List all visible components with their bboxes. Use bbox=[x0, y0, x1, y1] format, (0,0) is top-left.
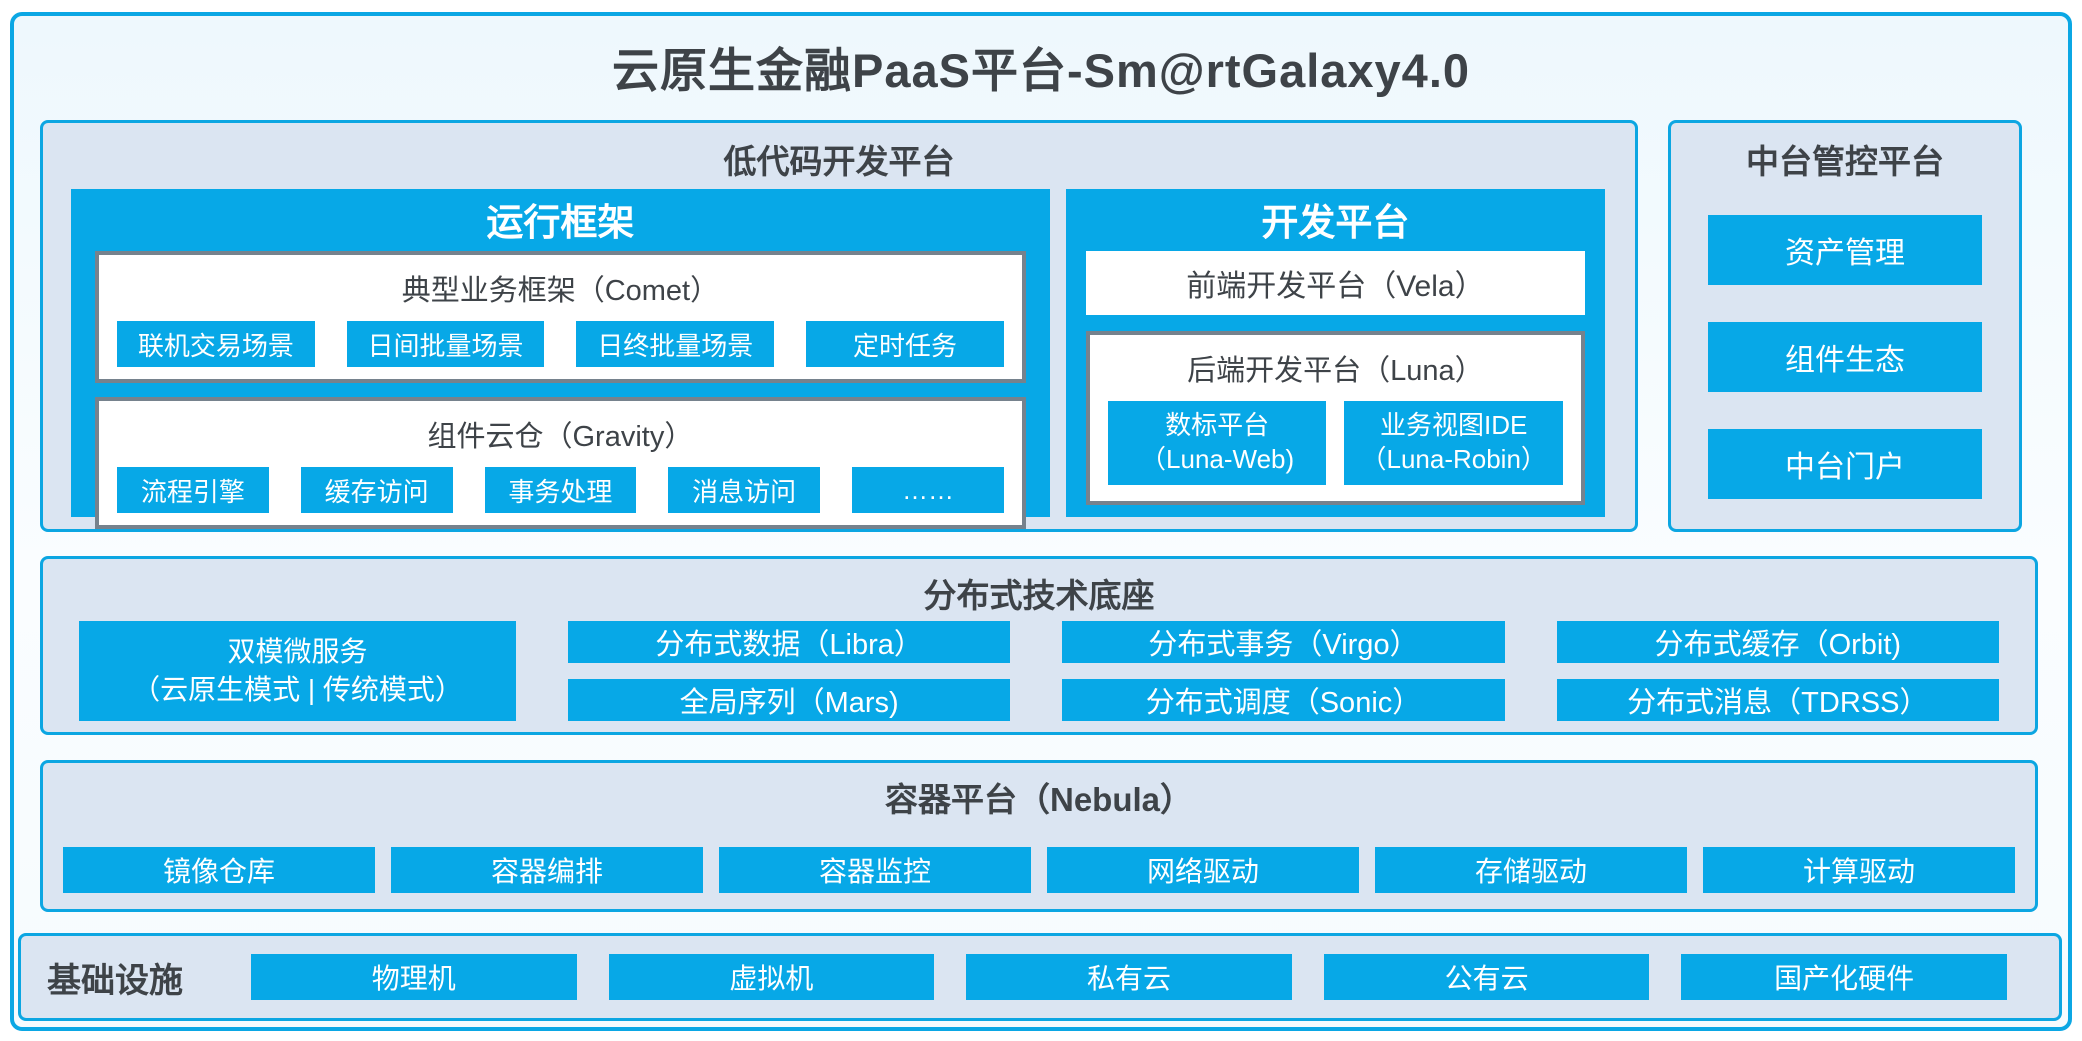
infrastructure-chip-row: 物理机 虚拟机 私有云 公有云 国产化硬件 bbox=[251, 954, 2007, 1000]
container-platform-header: 容器平台（Nebula） bbox=[884, 781, 1194, 818]
page-title: 云原生金融PaaS平台-Sm@rtGalaxy4.0 bbox=[611, 44, 1471, 97]
gravity-title: 组件云仓（Gravity） bbox=[427, 421, 694, 453]
chip-luna-web-sub: （Luna-Web) bbox=[1140, 444, 1295, 474]
container-platform-panel: 容器平台（Nebula） 镜像仓库 容器编排 容器监控 网络驱动 存储驱动 计算… bbox=[40, 760, 2038, 912]
chip-virtual-machine: 虚拟机 bbox=[608, 954, 935, 1000]
chip-transaction-processing: 事务处理 bbox=[484, 467, 637, 513]
box-distributed-message-tdrss: 分布式消息（TDRSS） bbox=[1556, 679, 1999, 721]
box-dual-mode-microservices: 双模微服务 （云原生模式 | 传统模式） bbox=[79, 621, 516, 721]
chip-network-driver: 网络驱动 bbox=[1047, 847, 1359, 893]
middle-office-header: 中台管控平台 bbox=[1746, 143, 1944, 180]
chip-luna-web-name: 数标平台 bbox=[1165, 410, 1270, 441]
box-distributed-transaction-virgo: 分布式事务（Virgo） bbox=[1062, 621, 1505, 663]
chip-cache-access: 缓存访问 bbox=[300, 467, 453, 513]
box-global-sequence-mars: 全局序列（Mars) bbox=[568, 679, 1011, 721]
chip-online-trading: 联机交易场景 bbox=[117, 321, 315, 367]
chip-endofday-batch: 日终批量场景 bbox=[576, 321, 775, 367]
luna-chip-row: 数标平台 （Luna-Web) 业务视图IDE （Luna-Robin） bbox=[1107, 401, 1563, 489]
comet-framework-box: 典型业务框架（Comet） 联机交易场景 日间批量场景 日终批量场景 定时任务 bbox=[95, 251, 1026, 383]
chip-image-registry: 镜像仓库 bbox=[63, 847, 375, 893]
chip-physical-machine: 物理机 bbox=[251, 954, 577, 1000]
middle-office-items: 资产管理 组件生态 中台门户 bbox=[1708, 215, 1982, 499]
lowcode-content: 运行框架 典型业务框架（Comet） 联机交易场景 日间批量场景 日终批量场景 … bbox=[71, 189, 1605, 529]
gravity-chip-row: 流程引擎 缓存访问 事务处理 消息访问 …… bbox=[117, 467, 1004, 513]
chip-luna-robin-sub: （Luna-Robin） bbox=[1360, 444, 1547, 474]
chip-process-engine: 流程引擎 bbox=[117, 467, 269, 513]
dev-platform-title: 开发平台 bbox=[1261, 202, 1410, 243]
chip-luna-robin: 业务视图IDE （Luna-Robin） bbox=[1344, 401, 1563, 485]
dual-mode-line2: （云原生模式 | 传统模式） bbox=[132, 674, 463, 705]
comet-title: 典型业务框架（Comet） bbox=[401, 275, 720, 307]
box-distributed-data-libra: 分布式数据（Libra） bbox=[568, 621, 1011, 663]
comet-chip-row: 联机交易场景 日间批量场景 日终批量场景 定时任务 bbox=[117, 321, 1004, 367]
box-asset-management: 资产管理 bbox=[1708, 215, 1982, 285]
chip-storage-driver: 存储驱动 bbox=[1375, 847, 1687, 893]
distributed-grid: 双模微服务 （云原生模式 | 传统模式） 分布式数据（Libra） 分布式事务（… bbox=[79, 621, 1999, 721]
box-distributed-cache-orbit: 分布式缓存（Orbit) bbox=[1556, 621, 1999, 663]
luna-backend-box: 后端开发平台（Luna） 数标平台 （Luna-Web) 业务视图IDE （Lu… bbox=[1085, 331, 1585, 505]
box-distributed-scheduling-sonic: 分布式调度（Sonic） bbox=[1062, 679, 1505, 721]
chip-scheduled-task: 定时任务 bbox=[806, 321, 1004, 367]
runtime-framework-title: 运行框架 bbox=[486, 202, 635, 243]
box-middle-office-portal: 中台门户 bbox=[1708, 429, 1982, 499]
distributed-base-panel: 分布式技术底座 双模微服务 （云原生模式 | 传统模式） 分布式数据（Libra… bbox=[40, 556, 2038, 735]
vela-frontend-box: 前端开发平台（Vela） bbox=[1085, 251, 1585, 315]
chip-luna-robin-name: 业务视图IDE bbox=[1380, 410, 1528, 441]
dual-mode-line1: 双模微服务 bbox=[227, 636, 368, 668]
chip-ellipsis: …… bbox=[852, 467, 1004, 513]
chip-public-cloud: 公有云 bbox=[1323, 954, 1650, 1000]
lowcode-platform-panel: 低代码开发平台 运行框架 典型业务框架（Comet） 联机交易场景 日间批量场景… bbox=[40, 120, 1638, 532]
chip-message-access: 消息访问 bbox=[668, 467, 821, 513]
container-chip-row: 镜像仓库 容器编排 容器监控 网络驱动 存储驱动 计算驱动 bbox=[63, 847, 2015, 893]
chip-domestic-hardware: 国产化硬件 bbox=[1681, 954, 2007, 1000]
infrastructure-panel: 基础设施 物理机 虚拟机 私有云 公有云 国产化硬件 bbox=[18, 933, 2062, 1021]
runtime-framework-panel: 运行框架 典型业务框架（Comet） 联机交易场景 日间批量场景 日终批量场景 … bbox=[71, 189, 1050, 529]
distributed-base-header: 分布式技术底座 bbox=[923, 577, 1155, 614]
luna-title: 后端开发平台（Luna） bbox=[1187, 355, 1484, 387]
chip-compute-driver: 计算驱动 bbox=[1703, 847, 2015, 893]
infrastructure-label: 基础设施 bbox=[47, 961, 183, 1000]
chip-private-cloud: 私有云 bbox=[966, 954, 1292, 1000]
diagram-frame: 云原生金融PaaS平台-Sm@rtGalaxy4.0 低代码开发平台 运行框架 … bbox=[10, 12, 2072, 1031]
lowcode-platform-header: 低代码开发平台 bbox=[723, 143, 955, 180]
chip-container-orchestration: 容器编排 bbox=[391, 847, 703, 893]
box-component-ecosystem: 组件生态 bbox=[1708, 322, 1982, 392]
chip-daytime-batch: 日间批量场景 bbox=[346, 321, 545, 367]
gravity-warehouse-box: 组件云仓（Gravity） 流程引擎 缓存访问 事务处理 消息访问 …… bbox=[95, 397, 1026, 529]
chip-container-monitoring: 容器监控 bbox=[719, 847, 1031, 893]
chip-luna-web: 数标平台 （Luna-Web) bbox=[1107, 401, 1327, 485]
middle-office-panel: 中台管控平台 资产管理 组件生态 中台门户 bbox=[1668, 120, 2022, 532]
dev-platform-panel: 开发平台 前端开发平台（Vela） 后端开发平台（Luna） 数标平台 （Lun… bbox=[1065, 189, 1605, 517]
